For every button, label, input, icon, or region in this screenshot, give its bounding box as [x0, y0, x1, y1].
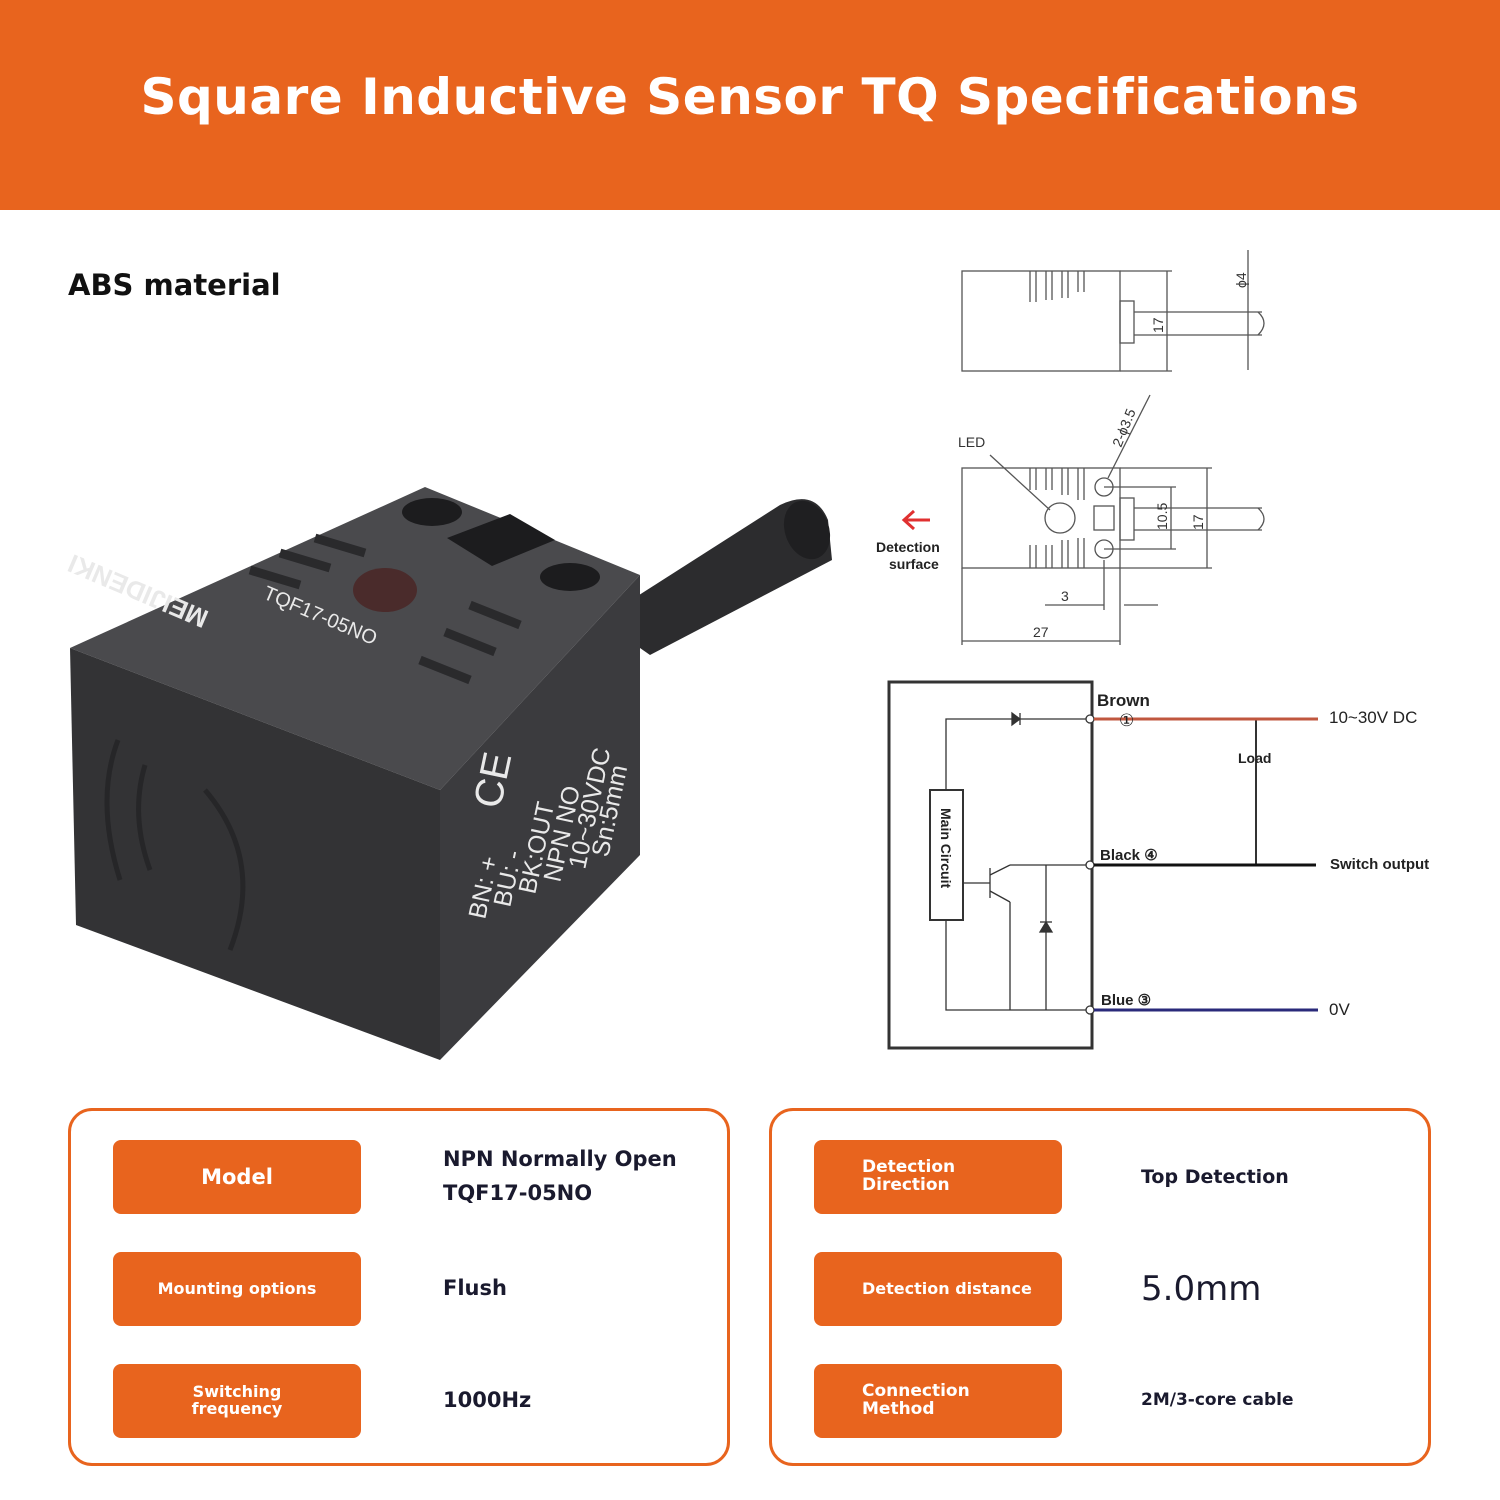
- spec-value-connection: 2M/3-core cable: [1141, 1364, 1294, 1438]
- spec-value-line: Flush: [443, 1276, 507, 1301]
- dim-height-front: 17: [1190, 514, 1206, 530]
- brown-number: ①: [1119, 711, 1134, 730]
- dim-led: LED: [958, 434, 985, 450]
- label-line: BN: +: [463, 854, 504, 922]
- sensor-right-face: [440, 575, 640, 1060]
- zero-v-label: 0V: [1329, 1000, 1350, 1019]
- spec-value-line: TQF17-05NO: [443, 1181, 593, 1205]
- material-label: ABS material: [68, 268, 281, 302]
- page-title: Square Inductive Sensor TQ Specification…: [140, 68, 1360, 126]
- spec-value-mounting: Flush: [443, 1252, 507, 1326]
- spec-value-line: NPN Normally Open: [443, 1147, 677, 1172]
- main-circuit-label: Main Circuit: [938, 808, 954, 888]
- mount-hole-icon: [402, 498, 462, 526]
- spec-value-line: 2M/3-core cable: [1141, 1390, 1294, 1411]
- spec-row-connection: Connection Method 2M/3-core cable: [814, 1364, 1434, 1438]
- label-line: Sn:5mm: [586, 762, 633, 859]
- spec-label-line: Method: [862, 1399, 935, 1419]
- square-recess-icon: [447, 514, 555, 566]
- sensor-front-face: [70, 648, 440, 1060]
- front-view-body: [961, 467, 1121, 569]
- spec-label-model: Model: [113, 1140, 361, 1214]
- brand-print: MEIJIDENKI: [64, 548, 213, 634]
- spec-value-direction: Top Detection: [1141, 1140, 1289, 1214]
- wiring-label: BN: + BU: - BK:OUT NPN NO 10~30VDC Sn:5m…: [463, 745, 633, 921]
- label-line: BU: -: [488, 848, 527, 910]
- spec-row-model: Model NPN Normally Open TQF17-05NO: [113, 1140, 733, 1214]
- detection-surface-label: surface: [889, 556, 939, 572]
- spec-label-connection: Connection Method: [814, 1364, 1062, 1438]
- spec-card-left: Model NPN Normally Open TQF17-05NO Mount…: [68, 1108, 730, 1466]
- switch-output-label: Switch output: [1330, 856, 1429, 873]
- label-line: BK:OUT: [513, 799, 560, 896]
- model-print: TQF17-05NO: [260, 582, 380, 650]
- spec-row-mounting: Mounting options Flush: [113, 1252, 733, 1326]
- spec-row-frequency: Switching frequency 1000Hz: [113, 1364, 733, 1438]
- spec-label-line: Detection: [862, 1157, 956, 1178]
- spec-label-line: Connection: [862, 1381, 970, 1402]
- detection-surface-label: Detection: [876, 539, 940, 555]
- supply-label: 10~30V DC: [1329, 708, 1417, 727]
- label-line: 10~30VDC: [563, 745, 616, 871]
- dim-offset: 3: [1061, 588, 1069, 604]
- sensor-enclosure: [887, 680, 1094, 1050]
- mount-hole-icon: [540, 563, 600, 591]
- sensing-wave-icon: [104, 739, 246, 951]
- spec-value-model: NPN Normally Open TQF17-05NO: [443, 1140, 677, 1214]
- dim-length: 27: [1033, 624, 1049, 640]
- ce-mark-icon: CE: [466, 748, 521, 812]
- main-circuit-box: [929, 789, 964, 921]
- dim-height-top: 17: [1150, 317, 1166, 333]
- spec-row-direction: Detection Direction Top Detection: [814, 1140, 1434, 1214]
- label-line: NPN NO: [538, 783, 586, 884]
- spec-value-distance: 5.0mm: [1141, 1252, 1261, 1326]
- sensor-cable: [600, 499, 832, 655]
- black-label: Black ④: [1100, 847, 1158, 864]
- spec-value-line: Top Detection: [1141, 1165, 1289, 1188]
- led-icon: [353, 568, 417, 612]
- dim-diameter: ϕ4: [1233, 272, 1249, 288]
- load-label: Load: [1238, 750, 1271, 766]
- spec-card-right: Detection Direction Top Detection Detect…: [769, 1108, 1431, 1466]
- spec-label-line: frequency: [191, 1399, 283, 1418]
- spec-label-distance: Detection distance: [814, 1252, 1062, 1326]
- spec-label-line: Direction: [862, 1175, 950, 1195]
- dim-holes: 2-ϕ3.5: [1109, 406, 1139, 449]
- spec-label-direction: Detection Direction: [814, 1140, 1062, 1214]
- spec-label-line: Switching: [192, 1382, 282, 1402]
- detection-arrow-icon: [901, 509, 930, 531]
- side-view-body: [961, 270, 1121, 372]
- spec-value-line: 1000Hz: [443, 1388, 532, 1413]
- vent-grooves-icon: [248, 533, 522, 685]
- header-banner: Square Inductive Sensor TQ Specification…: [0, 0, 1500, 210]
- spec-row-distance: Detection distance 5.0mm: [814, 1252, 1434, 1326]
- spec-label-mounting: Mounting options: [113, 1252, 361, 1326]
- spec-value-frequency: 1000Hz: [443, 1364, 531, 1438]
- brown-label: Brown: [1097, 691, 1150, 710]
- spec-value-line: 5.0mm: [1141, 1268, 1262, 1309]
- spec-label-frequency: Switching frequency: [113, 1364, 361, 1438]
- dim-pitch: 10.5: [1154, 503, 1170, 530]
- blue-label: Blue ③: [1101, 992, 1151, 1009]
- sensor-top-face: [70, 487, 640, 790]
